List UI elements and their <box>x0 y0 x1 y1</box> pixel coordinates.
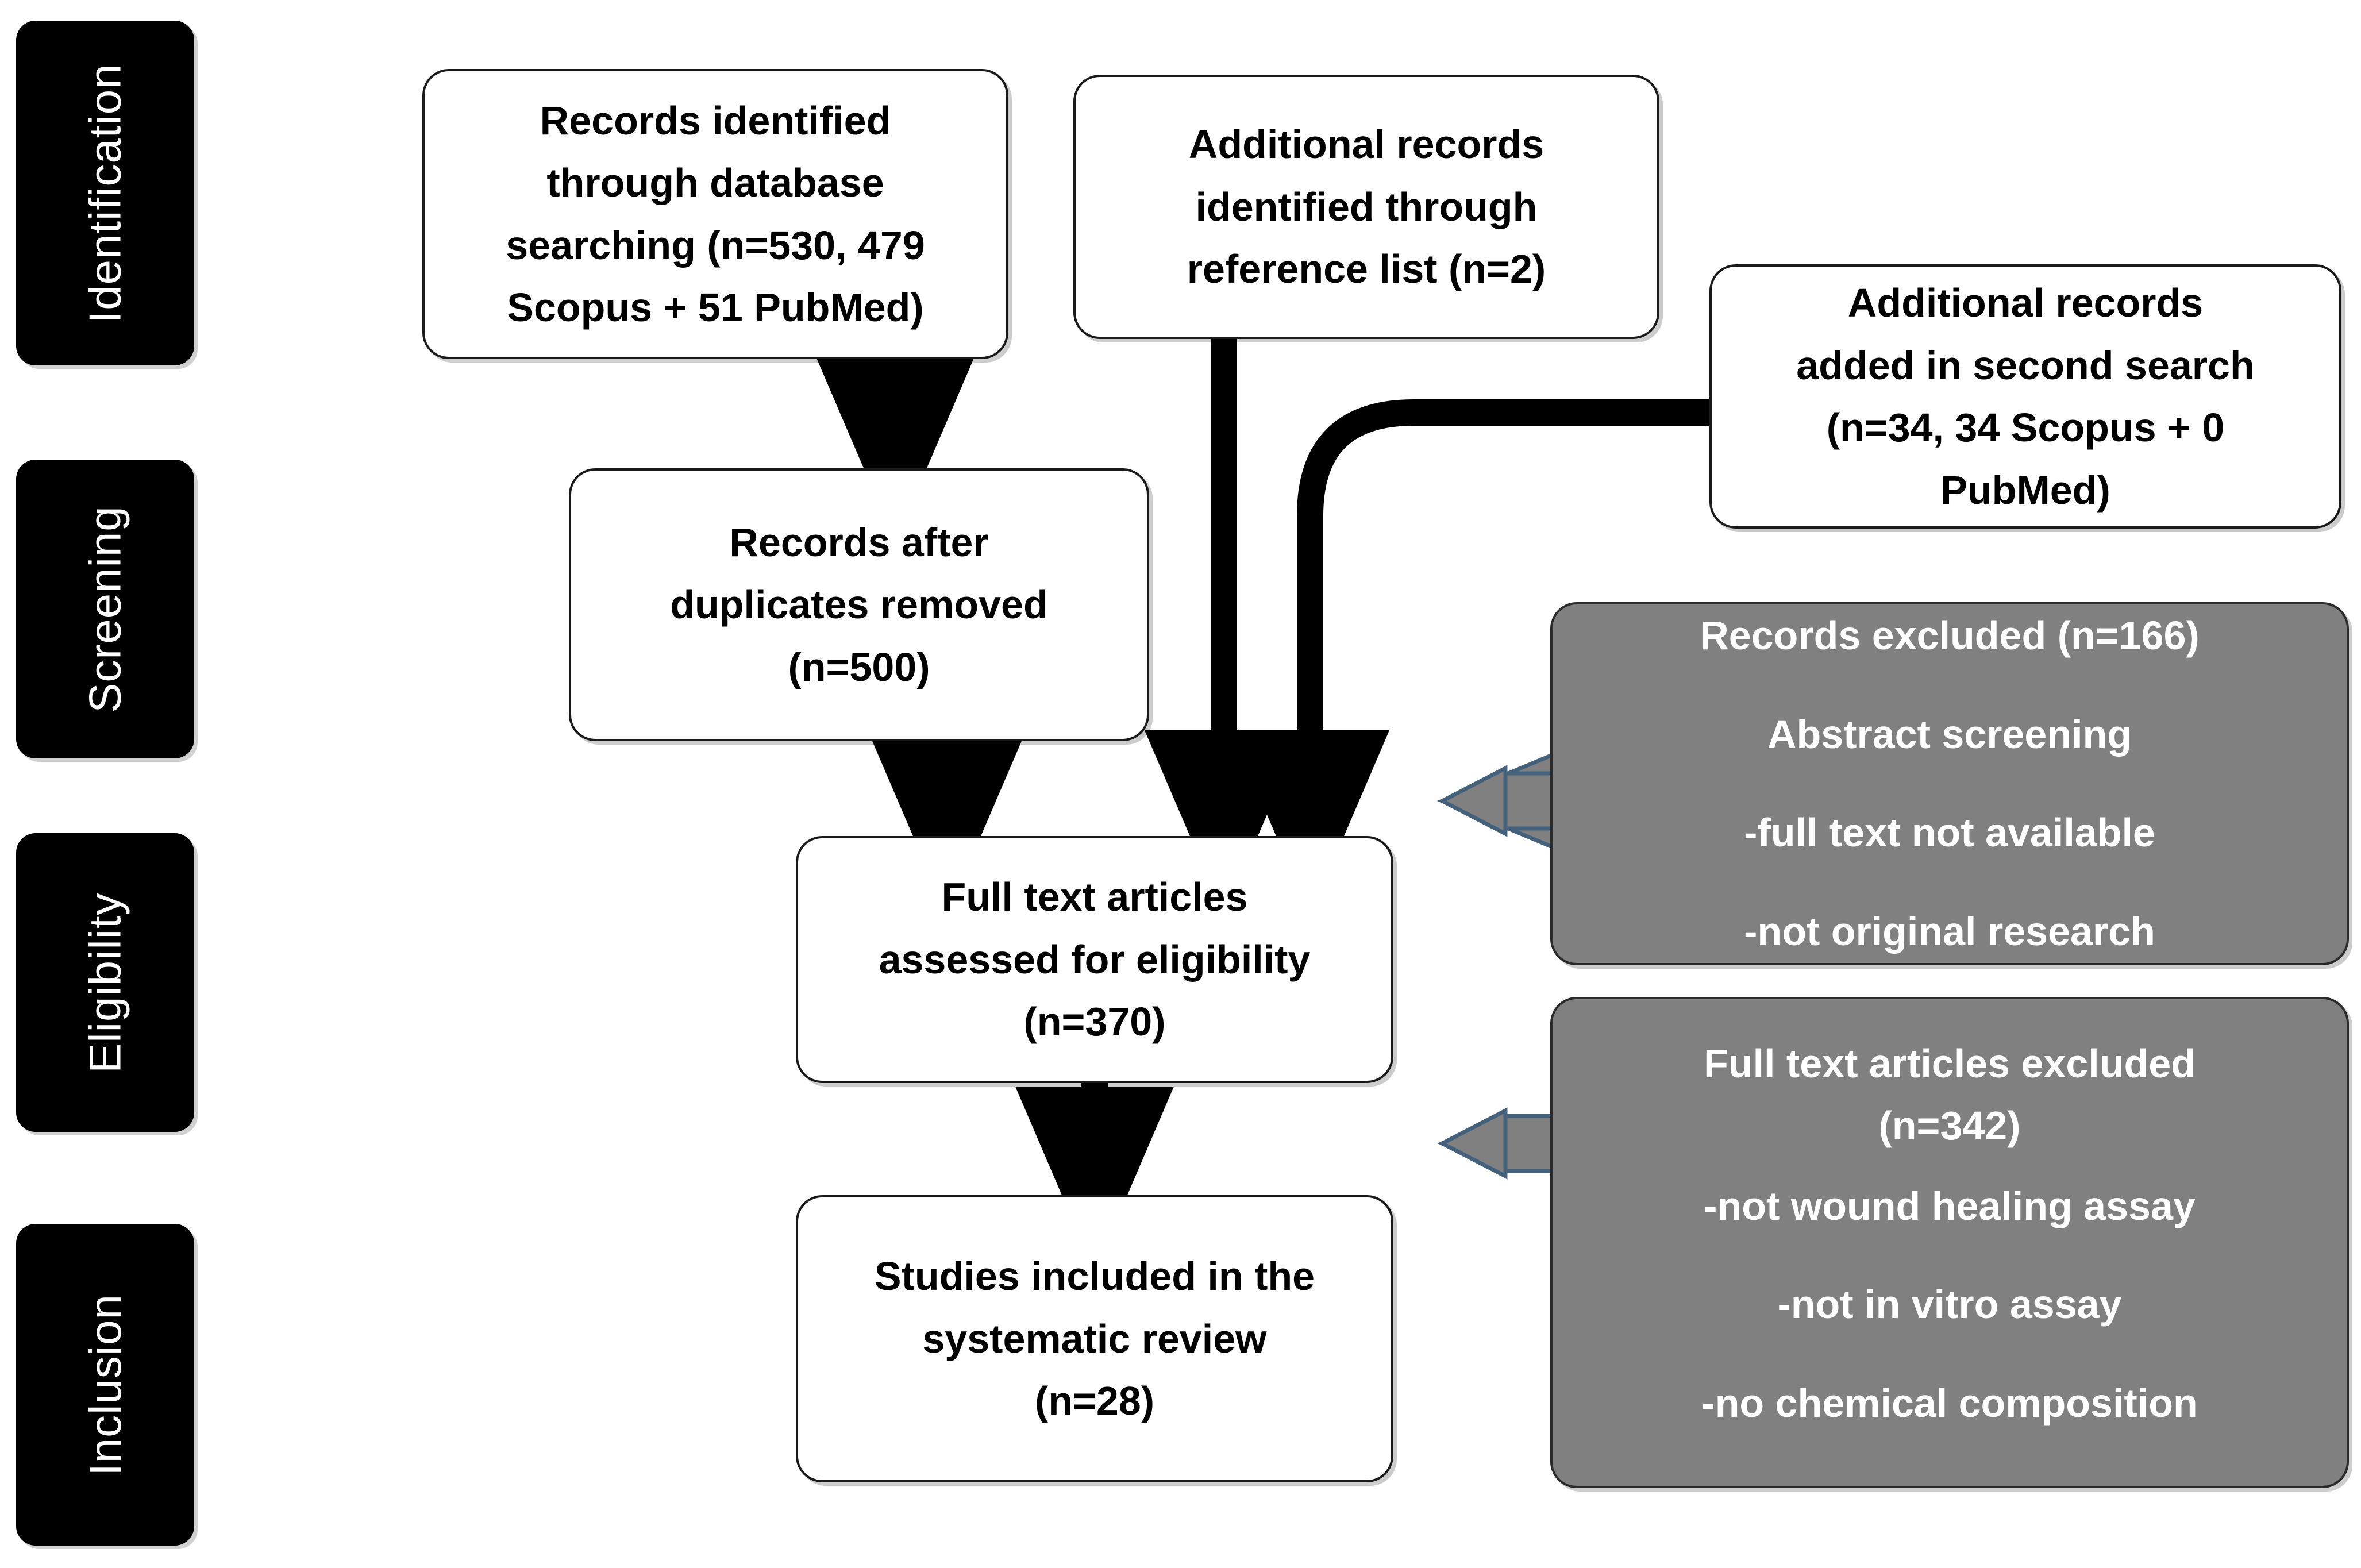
node-line: duplicates removed <box>670 582 1048 627</box>
node-line: searching (n=530, 479 <box>506 222 925 268</box>
node-line: Full text articles excluded <box>1704 1041 2196 1086</box>
node-line: Records identified <box>540 98 891 143</box>
node-line: (n=500) <box>788 644 930 689</box>
stage-label-eligibility: Eligibility <box>79 892 130 1073</box>
node-line: Additional records <box>1847 280 2204 325</box>
node-line: Records excluded (n=166) <box>1700 613 2200 658</box>
node-line: -not original research <box>1744 908 2155 954</box>
node-records-identified-database: Records identified through database sear… <box>422 69 1008 359</box>
node-line: -no chemical composition <box>1701 1380 2198 1426</box>
node-line: reference list (n=2) <box>1187 246 1546 292</box>
node-line: Full text articles <box>941 874 1248 920</box>
node-additional-records-reference-list: Additional records identified through re… <box>1073 75 1659 339</box>
node-full-text-assessed-eligibility: Full text articles assessed for eligibil… <box>796 836 1393 1083</box>
node-line: added in second search <box>1796 342 2255 388</box>
node-full-text-articles-excluded: Full text articles excluded (n=342) -not… <box>1550 997 2349 1488</box>
node-line: Abstract screening <box>1767 711 2132 757</box>
node-line: through database <box>546 160 884 205</box>
stage-label-identification: Identification <box>79 63 130 323</box>
stage-label-inclusion: Inclusion <box>79 1293 130 1476</box>
node-line: -not wound healing assay <box>1704 1183 2196 1228</box>
node-line: (n=28) <box>1034 1378 1155 1424</box>
node-line: (n=342) <box>1878 1103 2021 1149</box>
node-records-after-duplicates-removed: Records after duplicates removed (n=500) <box>569 468 1149 741</box>
node-line: Studies included in the <box>874 1254 1315 1299</box>
node-line: (n=34, 34 Scopus + 0 <box>1826 405 2225 450</box>
node-line: Additional records <box>1188 122 1545 167</box>
node-line: identified through <box>1195 184 1538 229</box>
node-line: PubMed) <box>1940 467 2110 513</box>
node-line: systematic review <box>922 1316 1267 1361</box>
node-studies-included-systematic-review: Studies included in the systematic revie… <box>796 1195 1393 1482</box>
stage-bar-identification: Identification <box>16 21 194 365</box>
stage-bar-inclusion: Inclusion <box>16 1224 194 1546</box>
node-additional-records-second-search: Additional records added in second searc… <box>1709 264 2341 529</box>
node-line: Scopus + 51 PubMed) <box>507 285 924 330</box>
node-line: -full text not available <box>1744 810 2155 855</box>
node-line: Records after <box>729 519 989 565</box>
stage-label-screening: Screening <box>79 505 130 713</box>
stage-bar-screening: Screening <box>16 460 194 758</box>
node-line: assessed for eligibility <box>879 937 1311 982</box>
node-line: -not in vitro assay <box>1777 1282 2122 1327</box>
stage-bar-eligibility: Eligibility <box>16 833 194 1132</box>
node-records-excluded: Records excluded (n=166) Abstract screen… <box>1550 602 2349 965</box>
node-line: (n=370) <box>1023 999 1166 1045</box>
